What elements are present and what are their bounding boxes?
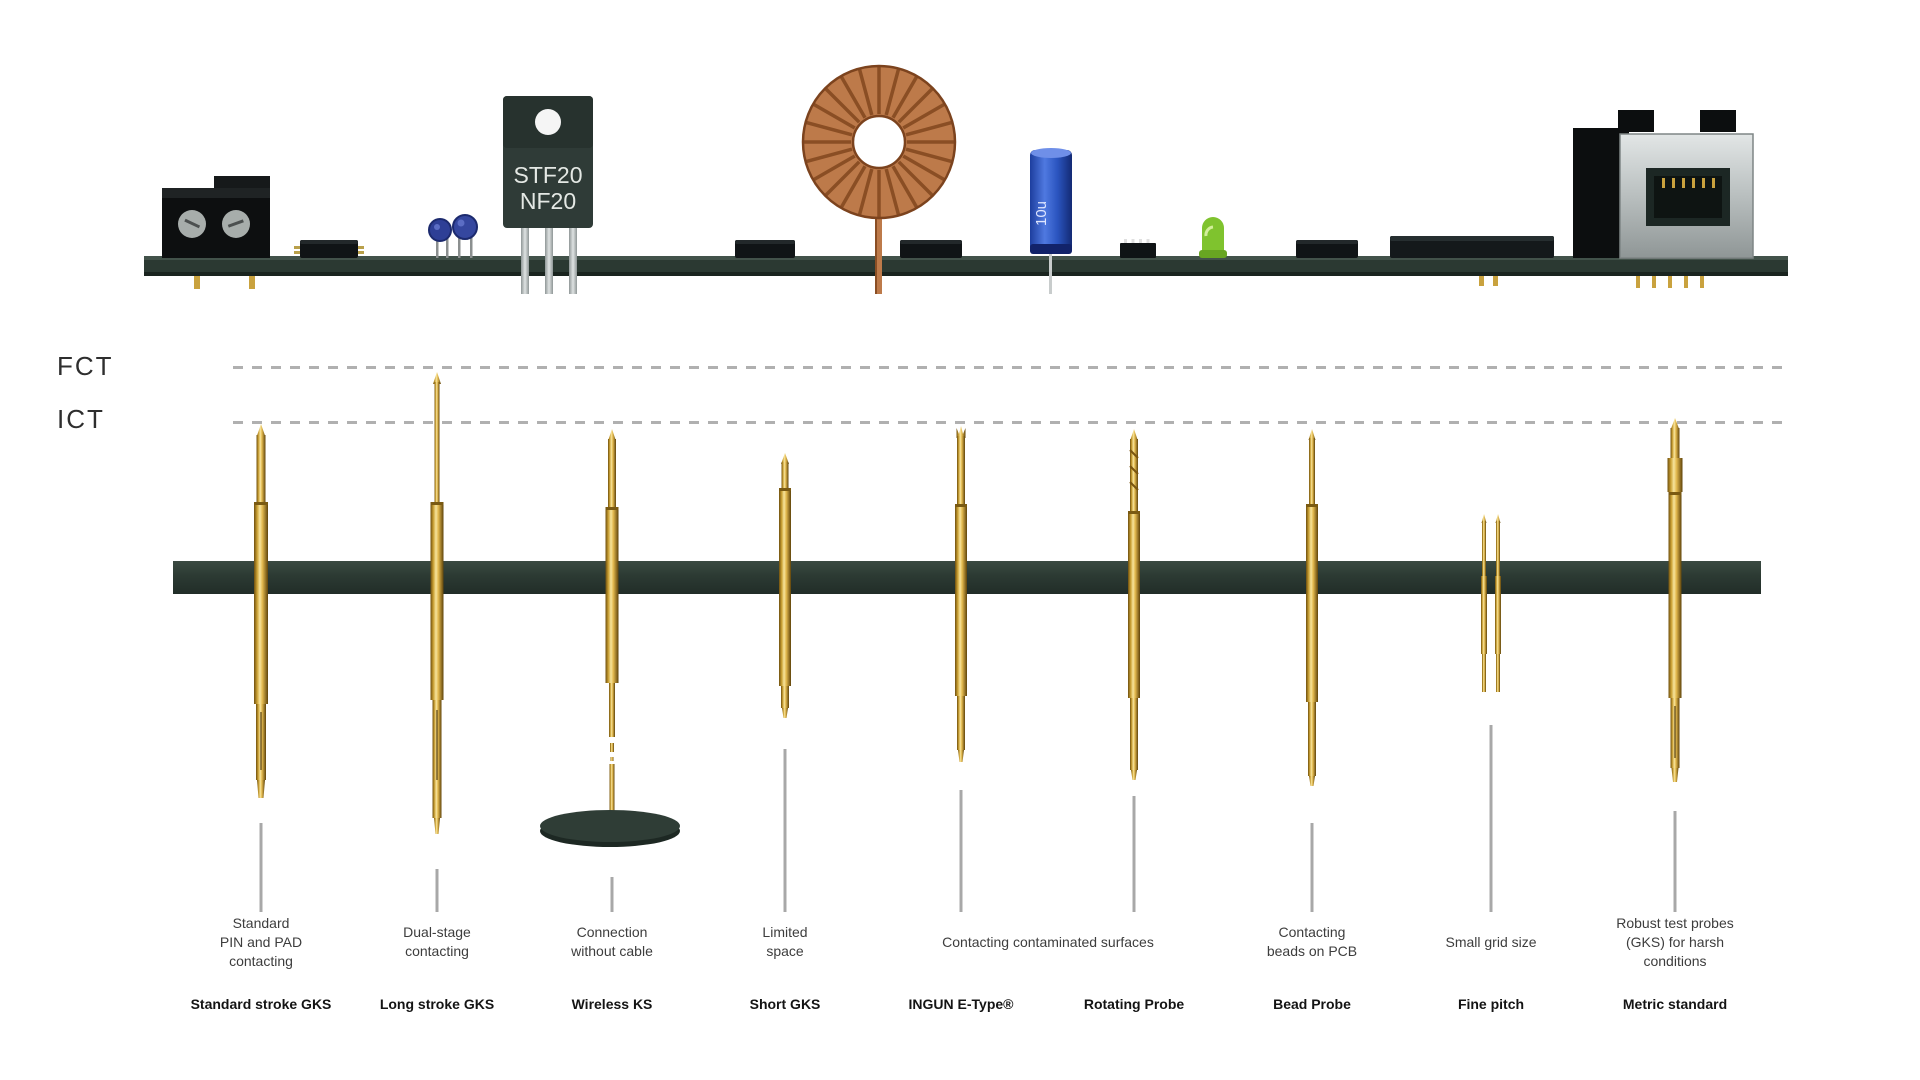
- probe-long-stroke-gks: [430, 372, 444, 834]
- probe-rotating: [1128, 429, 1140, 780]
- ict-dashed-line: [233, 421, 1782, 424]
- transistor-label-line1: STF20: [513, 162, 582, 188]
- ic-chip-icon: [900, 240, 962, 258]
- leader-line: [435, 869, 439, 912]
- probe-name-bead-probe: Bead Probe: [1273, 996, 1351, 1012]
- probe-tip: [608, 429, 616, 441]
- probe-desc-fine-pitch: Small grid size: [1391, 933, 1591, 952]
- leader-line: [1489, 725, 1493, 912]
- probe-name-ingun-e-type: INGUN E-Type®: [908, 996, 1014, 1012]
- desc-line: Connection: [576, 924, 648, 940]
- electrolytic-capacitor-icon: 10u: [1030, 148, 1072, 294]
- probe-tip: [1130, 429, 1138, 441]
- probe-name-rotating-probe: Rotating Probe: [1083, 996, 1185, 1012]
- desc-line: conditions: [1643, 953, 1707, 969]
- fct-label: FCT: [57, 351, 114, 381]
- desc-line: contacting: [229, 953, 293, 969]
- ic-chip-icon: [1296, 240, 1358, 258]
- probe-wireless-ks: [540, 429, 680, 847]
- desc-line: contacting: [405, 943, 469, 959]
- probe-desc-short-gks: Limited space: [685, 923, 885, 961]
- probe-desc-contaminated-surfaces: Contacting contaminated surfaces: [838, 933, 1258, 952]
- probe-tip: [781, 453, 789, 464]
- probe-tip: [1670, 418, 1680, 430]
- probe-name-standard-stroke-gks: Standard stroke GKS: [190, 996, 332, 1012]
- probe-fine-pitch: [1481, 514, 1501, 692]
- toroid-windings: [804, 67, 954, 217]
- leader-line: [783, 749, 787, 912]
- probe-tip: [256, 424, 266, 437]
- pcb-assembly: STF20 NF20 10u: [144, 64, 1788, 294]
- desc-line: Standard: [232, 915, 290, 931]
- desc-line: Limited: [762, 924, 808, 940]
- desc-line: Small grid size: [1445, 934, 1537, 950]
- probe-metric-standard: [1667, 418, 1683, 782]
- probe-name-fine-pitch: Fine pitch: [1457, 996, 1525, 1012]
- soic-chip-icon: [1120, 239, 1156, 258]
- desc-line: space: [766, 943, 804, 959]
- transistor-label-line2: NF20: [520, 188, 576, 214]
- solder-pins: [194, 276, 1704, 289]
- probe-short-gks: [779, 453, 791, 718]
- leader-line: [259, 823, 263, 912]
- desc-line: PIN and PAD: [219, 934, 303, 950]
- leader-lines: [259, 725, 1677, 912]
- probe-tip: [433, 372, 441, 384]
- led-icon: [1199, 217, 1227, 258]
- probe-name-short-gks: Short GKS: [749, 996, 821, 1012]
- capacitor-label: 10u: [1033, 201, 1050, 226]
- pcb-board: [144, 256, 1788, 276]
- fct-dashed-line: [233, 366, 1782, 369]
- probe-desc-bead-probe: Contacting beads on PCB: [1212, 923, 1412, 961]
- probe-name-long-stroke-gks: Long stroke GKS: [379, 996, 495, 1012]
- probe-crown-tip: [956, 426, 966, 438]
- leader-line: [1673, 811, 1677, 912]
- contact-plate: [540, 810, 680, 842]
- desc-line: Dual-stage: [403, 924, 471, 940]
- leader-line: [1310, 823, 1314, 912]
- ic-chip-icon: [294, 240, 364, 258]
- ethernet-jack-icon: [1573, 110, 1754, 259]
- desc-line: (GKS) for harsh: [1625, 934, 1725, 950]
- desc-line: without cable: [571, 943, 653, 959]
- leader-line: [610, 877, 614, 912]
- probe-desc-metric-standard: Robust test probes (GKS) for harsh condi…: [1575, 914, 1775, 971]
- terminal-block-icon: [162, 176, 270, 258]
- desc-line: beads on PCB: [1266, 943, 1358, 959]
- probe-desc-wireless-ks: Connection without cable: [512, 923, 712, 961]
- probe-desc-standard-stroke-gks: Standard PIN and PAD contacting: [161, 914, 361, 971]
- desc-line: Contacting: [1278, 924, 1346, 940]
- toroidal-inductor-icon: [801, 64, 957, 294]
- ict-label: ICT: [57, 404, 105, 434]
- desc-line: Contacting contaminated surfaces: [942, 934, 1154, 950]
- probe-name-wireless-ks: Wireless KS: [571, 996, 653, 1012]
- probe-desc-long-stroke-gks: Dual-stage contacting: [337, 923, 537, 961]
- probe-name-metric-standard: Metric standard: [1622, 996, 1728, 1012]
- probe-standard-stroke-gks: [254, 424, 268, 798]
- probe-tip: [1495, 514, 1501, 523]
- probe-tip: [1308, 429, 1316, 440]
- probe-ingun-e-type: [955, 426, 967, 762]
- leader-line: [1132, 796, 1136, 912]
- ic-chip-icon: [735, 240, 795, 258]
- probe-tip: [1481, 514, 1487, 523]
- disc-capacitor-icon: [428, 214, 478, 258]
- desc-line: Robust test probes: [1616, 915, 1734, 931]
- probe-bead: [1306, 429, 1318, 786]
- to220-transistor-icon: STF20 NF20: [503, 96, 593, 294]
- leader-line: [959, 790, 963, 912]
- flat-module-icon: [1390, 236, 1554, 258]
